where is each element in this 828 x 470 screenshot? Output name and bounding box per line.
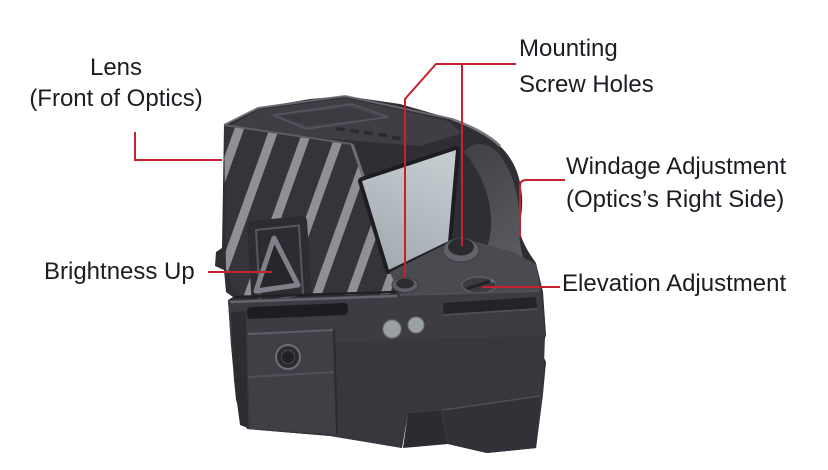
mounting-screw-hole-front — [442, 237, 480, 263]
label-brightness-up: Brightness Up — [44, 255, 195, 288]
mount-base — [228, 290, 545, 453]
front-screw-plugs — [382, 316, 425, 339]
engraving-marks — [336, 126, 401, 141]
label-mounting-screw-holes: Mounting Screw Holes — [519, 31, 654, 103]
solar-panel — [270, 103, 389, 130]
mounting-screw-hole-rear — [391, 277, 419, 293]
label-mounting-line1: Mounting — [519, 35, 618, 62]
top-bevel-highlight — [223, 94, 453, 126]
rail-slot-right — [443, 297, 537, 314]
leader-lines — [134, 63, 565, 288]
rail-arch — [403, 410, 448, 448]
label-lens-line1: Lens — [89, 54, 143, 81]
label-elevation-adjustment: Elevation Adjustment — [562, 267, 786, 300]
rail-slot-left — [247, 303, 348, 319]
label-mounting-line2: Screw Holes — [519, 71, 654, 98]
leader-windage — [519, 179, 565, 237]
rear-deck — [390, 237, 542, 303]
right-foot — [443, 396, 540, 453]
window-glass — [362, 150, 456, 270]
label-windage-line2: (Optics’s Right Side) — [566, 186, 785, 213]
label-windage-adjustment: Windage Adjustment (Optics’s Right Side) — [566, 150, 786, 216]
label-brightness-line1: Brightness Up — [44, 258, 195, 285]
top-right-bevel-highlight — [451, 117, 501, 147]
triangle-icon — [253, 235, 301, 294]
top-ridge-line — [223, 124, 353, 145]
label-elevation-line1: Elevation Adjustment — [562, 270, 787, 297]
label-windage-line1: Windage Adjustment — [566, 153, 787, 180]
left-foot-block — [247, 328, 338, 435]
hood-right-face — [464, 144, 530, 280]
label-lens: Lens (Front of Optics) — [0, 52, 232, 114]
label-lens-line2: (Front of Optics) — [29, 85, 203, 112]
elevation-adjustment-dial — [461, 276, 497, 294]
leader-mounting-front — [404, 63, 516, 278]
glass-bottom-shadow — [387, 241, 449, 274]
leader-lens — [134, 132, 222, 161]
